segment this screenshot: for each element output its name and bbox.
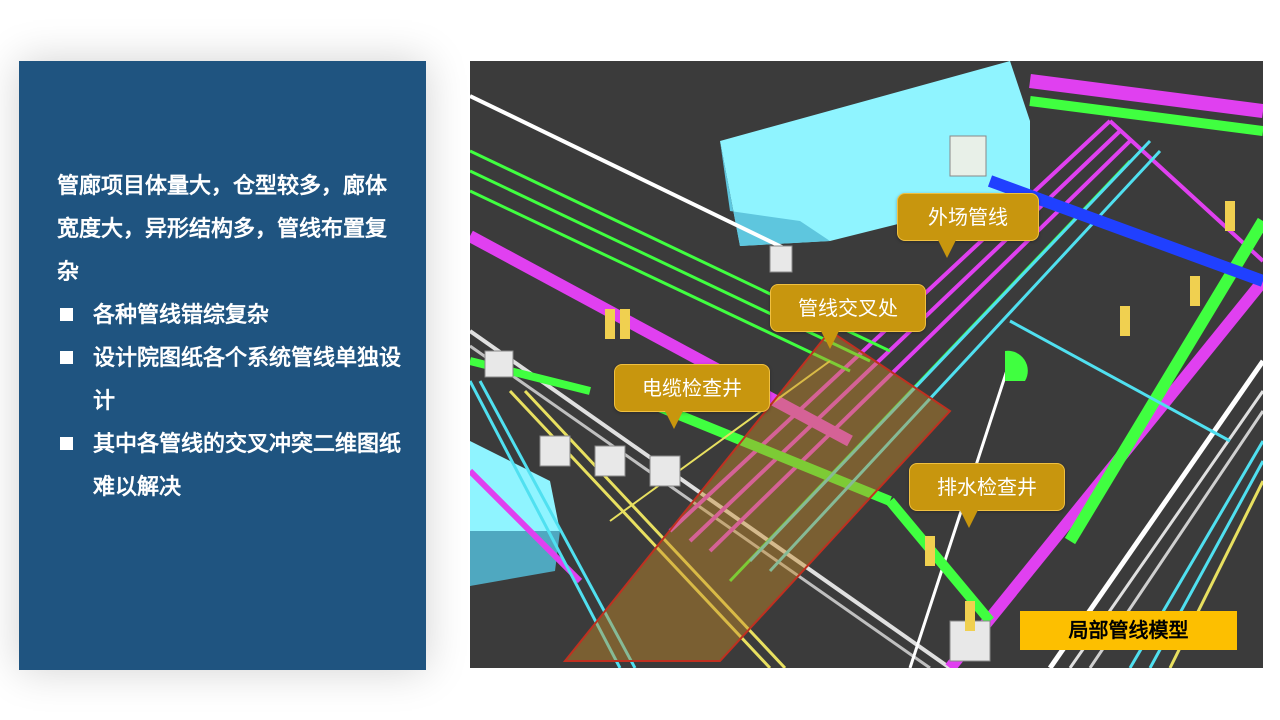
callout-text: 外场管线 [928, 205, 1008, 229]
bullet-text: 各种管线错综复杂 [93, 303, 270, 328]
callout-drain-well: 排水检查井 [909, 463, 1065, 528]
callout-tail [821, 331, 839, 349]
square-bullet-icon [60, 308, 73, 321]
callout-text: 电缆检查井 [642, 376, 742, 400]
callout-cable-well: 电缆检查井 [614, 364, 770, 429]
callout-tail [665, 411, 683, 429]
callout-tail [960, 510, 978, 528]
bullet-item: 设计院图纸各个系统管线单独设计 [57, 337, 406, 423]
callout-text: 管线交叉处 [798, 296, 898, 320]
description-panel: 管廊项目体量大，仓型较多，廊体宽度大，异形结构多，管线布置复杂 各种管线错综复杂… [19, 61, 426, 670]
pipeline-model-drawing [470, 61, 1263, 668]
intro-text: 管廊项目体量大，仓型较多，廊体宽度大，异形结构多，管线布置复杂 [57, 174, 388, 285]
model-caption: 局部管线模型 [1020, 611, 1237, 650]
bullet-item: 各种管线错综复杂 [57, 294, 406, 337]
callout-text: 排水检查井 [937, 475, 1037, 499]
callout-pipe-crossing: 管线交叉处 [770, 284, 926, 349]
bullet-item: 其中各管线的交叉冲突二维图纸难以解决 [57, 423, 406, 509]
bullet-text: 设计院图纸各个系统管线单独设计 [93, 346, 402, 414]
callout-tail [938, 240, 956, 258]
bullet-list: 各种管线错综复杂 设计院图纸各个系统管线单独设计 其中各管线的交叉冲突二维图纸难… [57, 294, 406, 509]
square-bullet-icon [60, 351, 73, 364]
bullet-text: 其中各管线的交叉冲突二维图纸难以解决 [93, 432, 402, 500]
pipeline-model-image [470, 61, 1263, 668]
square-bullet-icon [60, 437, 73, 450]
callout-external-pipes: 外场管线 [897, 193, 1039, 258]
